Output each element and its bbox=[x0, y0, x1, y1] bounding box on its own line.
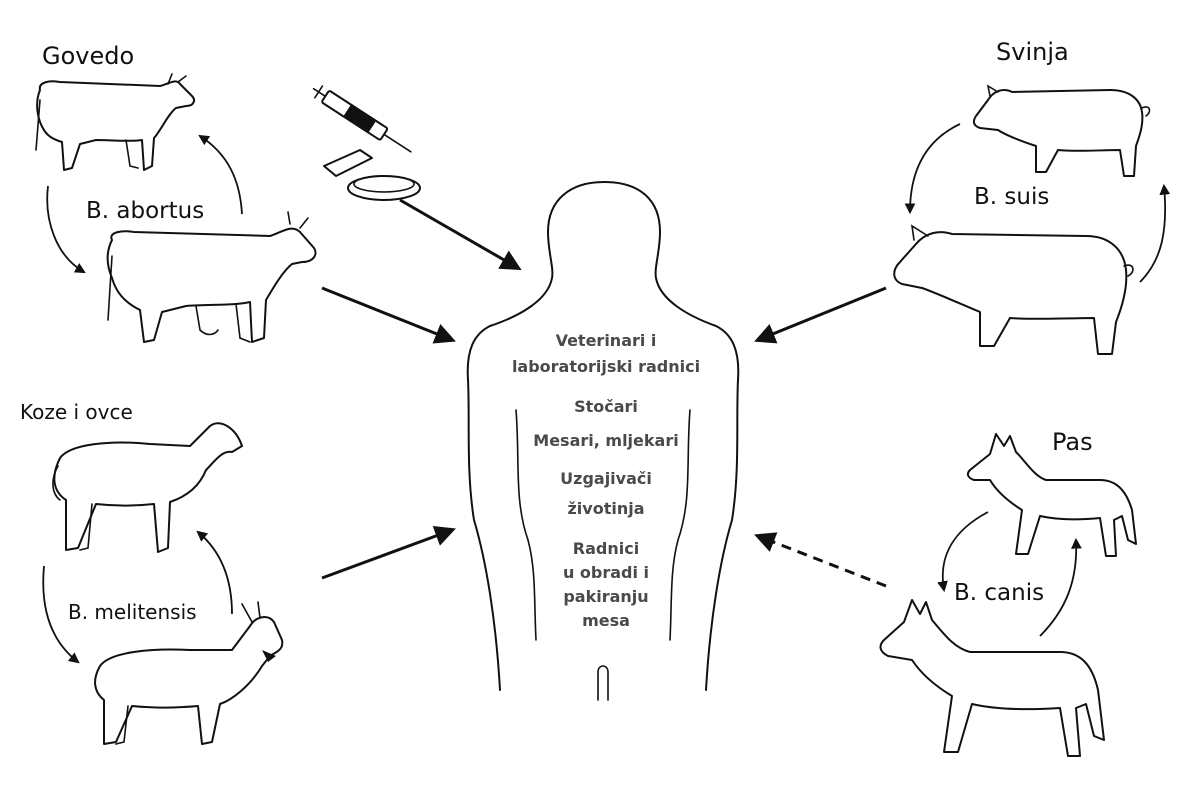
pig-cycle-arrow-up bbox=[1139, 183, 1171, 283]
dog-cycle-arrow-down bbox=[937, 511, 989, 593]
goat-drawing bbox=[94, 601, 284, 745]
human-silhouette bbox=[466, 181, 740, 701]
occupation-group-2: Stočari bbox=[486, 396, 726, 418]
occupation-line: Radnici bbox=[572, 539, 640, 558]
goat-sheep-to-human-arrow bbox=[321, 525, 456, 580]
dog-cycle-arrow-up bbox=[1039, 537, 1082, 637]
pig-species-label: B. suis bbox=[974, 184, 1050, 210]
goat-cycle-arrow-up bbox=[196, 530, 233, 615]
dog-to-human-dashed-arrow bbox=[754, 532, 887, 588]
cow-top-drawing bbox=[35, 73, 195, 171]
lab-to-human-arrow bbox=[399, 198, 522, 271]
cow-bottom-drawing bbox=[106, 211, 317, 343]
dog-bottom-drawing bbox=[879, 599, 1105, 757]
goat-cycle-arrow-down bbox=[42, 565, 80, 664]
occupation-line: u obradi i bbox=[562, 563, 650, 582]
dog-species-label: B. canis bbox=[954, 580, 1045, 606]
occupation-line: Stočari bbox=[574, 397, 638, 416]
occupation-line: životinja bbox=[567, 499, 645, 518]
occupation-group-3: Mesari, mljekari bbox=[486, 430, 726, 452]
cattle-to-human-arrow bbox=[321, 286, 456, 344]
occupation-line: Uzgajivači bbox=[560, 469, 652, 488]
cattle-cycle-arrow-up bbox=[198, 134, 243, 215]
pig-title: Svinja bbox=[996, 38, 1069, 66]
lab-equipment-drawing bbox=[312, 85, 421, 201]
sheep-drawing bbox=[52, 422, 243, 553]
dog-title: Pas bbox=[1052, 428, 1093, 456]
occupation-group-1: Veterinari i laboratorijski radnici bbox=[486, 330, 726, 378]
pig-to-human-arrow bbox=[754, 286, 887, 344]
cattle-cycle-arrow-down bbox=[46, 185, 86, 274]
pig-cycle-arrow-down bbox=[904, 123, 961, 215]
pig-bottom-drawing bbox=[893, 224, 1134, 355]
occupation-line: pakiranju bbox=[563, 587, 649, 606]
pig-top-drawing bbox=[972, 84, 1151, 177]
occupation-line: Veterinari i bbox=[555, 331, 657, 350]
goat-sheep-species-label: B. melitensis bbox=[68, 600, 197, 624]
occupation-group-4: Uzgajivači životinja bbox=[486, 468, 726, 520]
occupation-line: Mesari, mljekari bbox=[533, 431, 679, 450]
occupation-line: laboratorijski radnici bbox=[511, 357, 701, 376]
dog-top-drawing bbox=[966, 433, 1137, 557]
goat-sheep-title: Koze i ovce bbox=[20, 400, 133, 424]
occupation-line: mesa bbox=[582, 611, 630, 630]
occupation-group-5: Radnici u obradi i pakiranju mesa bbox=[486, 538, 726, 632]
cattle-species-label: B. abortus bbox=[86, 198, 205, 224]
cattle-title: Govedo bbox=[42, 42, 135, 70]
